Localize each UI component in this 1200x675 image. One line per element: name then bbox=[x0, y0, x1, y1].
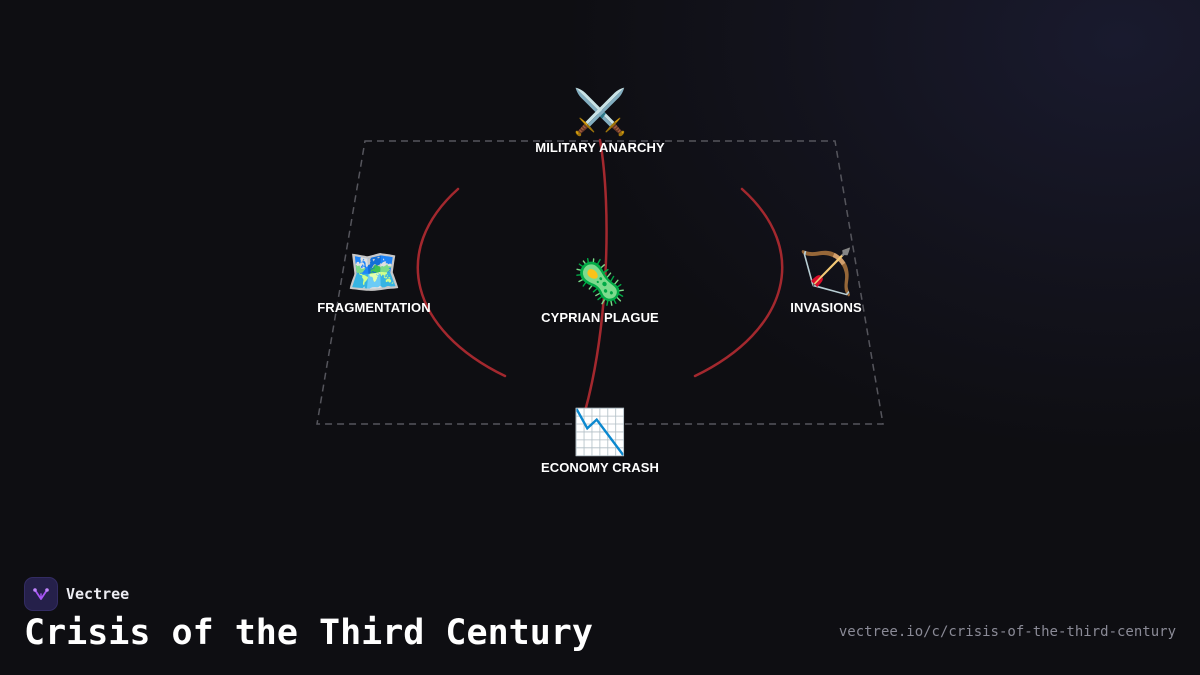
node-label-fragmentation: FRAGMENTATION bbox=[317, 300, 431, 315]
crossed-swords-icon: ⚔️ bbox=[572, 87, 628, 138]
node-military-anarchy[interactable]: ⚔️ MILITARY ANARCHY bbox=[500, 87, 700, 156]
connector-anarchy-to-economy bbox=[582, 138, 608, 417]
source-url-link[interactable]: vectree.io/c/crisis-of-the-third-century bbox=[838, 624, 1176, 640]
tree-branch-icon bbox=[33, 588, 49, 600]
world-map-icon: 🗺️ bbox=[346, 247, 402, 298]
node-cyprian-plague[interactable]: 🦠 CYPRIAN PLAGUE bbox=[500, 257, 700, 326]
vectree-logo-icon bbox=[24, 577, 58, 611]
connector-right-arc bbox=[693, 187, 784, 378]
microbe-icon: 🦠 bbox=[572, 257, 628, 308]
node-fragmentation[interactable]: 🗺️ FRAGMENTATION bbox=[274, 247, 474, 316]
chart-decreasing-icon: 📉 bbox=[572, 407, 628, 458]
node-invasions[interactable]: 🏹 INVASIONS bbox=[726, 247, 926, 316]
node-label-economy-crash: ECONOMY CRASH bbox=[540, 460, 660, 475]
bow-and-arrow-icon: 🏹 bbox=[798, 247, 854, 298]
node-economy-crash[interactable]: 📉 ECONOMY CRASH bbox=[500, 407, 700, 476]
dashed-frame bbox=[316, 140, 884, 425]
node-label-military-anarchy: MILITARY ANARCHY bbox=[535, 140, 665, 155]
page-title: Crisis of the Third Century bbox=[24, 613, 593, 653]
connector-left-arc bbox=[416, 187, 507, 378]
brand[interactable]: Vectree bbox=[24, 577, 129, 611]
node-label-cyprian-plague: CYPRIAN PLAGUE bbox=[541, 310, 659, 325]
brand-name: Vectree bbox=[66, 585, 130, 603]
node-label-invasions: INVASIONS bbox=[790, 300, 862, 315]
